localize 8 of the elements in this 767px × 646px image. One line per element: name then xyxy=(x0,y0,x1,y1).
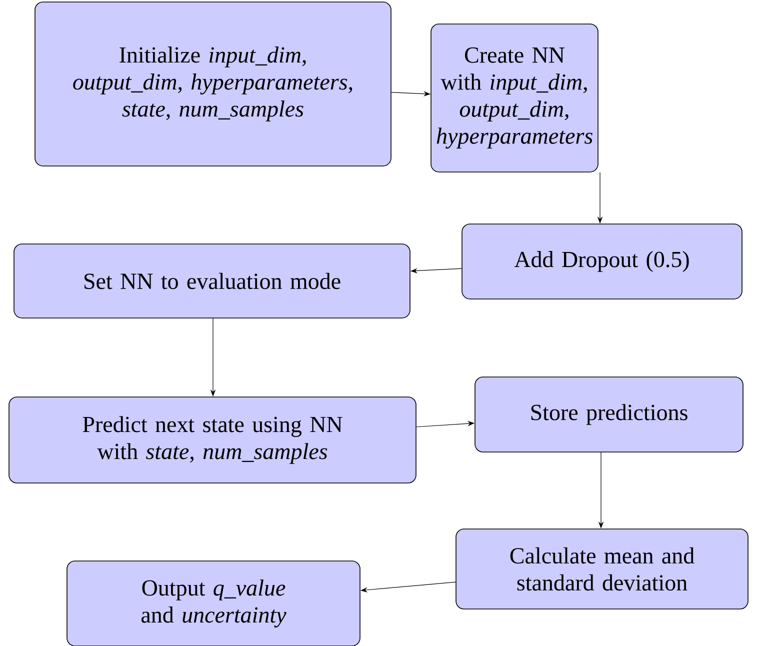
process-box: Predict next state using NN with state, num_samples xyxy=(8,396,416,484)
process-box: Create NN with input_dim, output_dim, hyperparameters xyxy=(430,24,598,172)
process-box: Set NN to evaluation mode xyxy=(14,244,410,318)
process-box: Add Dropout (0.5) xyxy=(462,224,742,300)
process-box: Output q_value and uncertainty xyxy=(66,560,360,646)
process-box: Initialize input_dim, output_dim, hyperparameters, state, num_samples xyxy=(34,2,392,166)
process-box: Store predictions xyxy=(474,376,744,452)
process-box: Calculate mean and standard deviation xyxy=(456,528,748,610)
